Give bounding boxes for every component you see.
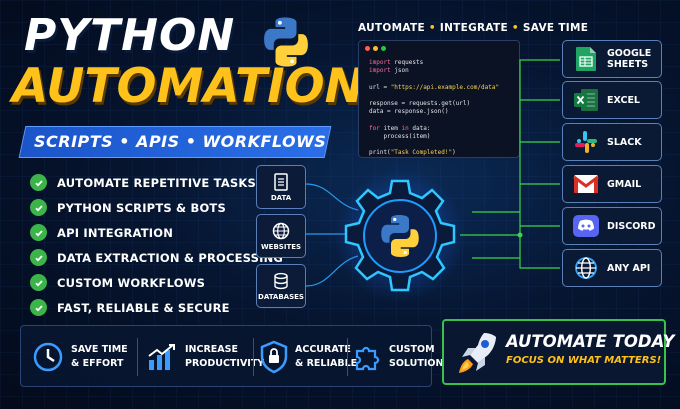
divider	[253, 338, 254, 376]
slack-icon	[571, 127, 601, 157]
app-label: GMAIL	[607, 178, 642, 190]
feature-text: PYTHON SCRIPTS & BOTS	[57, 200, 226, 215]
cta-title: AUTOMATE TODAY	[506, 332, 675, 351]
feature-item: PYTHON SCRIPTS & BOTS	[30, 195, 283, 220]
app-gmail: GMAIL	[562, 165, 662, 203]
discord-icon	[571, 211, 601, 241]
divider	[137, 338, 138, 376]
gear-icon	[334, 170, 466, 302]
check-icon	[30, 299, 47, 316]
excel-icon	[571, 85, 601, 115]
clock-icon	[33, 342, 63, 372]
document-icon	[274, 173, 288, 191]
benefit-item: ACCURATE & RELIABLE	[259, 326, 357, 388]
app-excel: EXCEL	[562, 81, 662, 119]
divider	[347, 338, 348, 376]
globe-icon	[571, 253, 601, 283]
check-icon	[30, 199, 47, 216]
benefit-text: INCREASE	[185, 344, 238, 355]
title-line-2: AUTOMATION	[12, 59, 364, 114]
benefit-text: & RELIABLE	[295, 358, 358, 369]
feature-text: DATA EXTRACTION & PROCESSING	[57, 250, 284, 265]
minimize-dot-icon	[373, 46, 378, 51]
benefit-item: INCREASE PRODUCTIVITY	[145, 326, 264, 388]
tagline: AUTOMATE • INTEGRATE • SAVE TIME	[358, 22, 589, 34]
app-slack: SLACK	[562, 123, 662, 161]
app-label: GOOGLE	[607, 48, 652, 59]
feature-list: AUTOMATE REPETITIVE TASKS PYTHON SCRIPTS…	[30, 170, 283, 320]
app-any-api: ANY API	[562, 249, 662, 287]
benefit-text: SOLUTIONS	[389, 358, 451, 369]
code-snippet: import requests import json url = "https…	[369, 59, 500, 157]
shield-lock-icon	[260, 340, 288, 374]
app-label: SHEETS	[607, 59, 649, 70]
benefit-text: & EFFORT	[71, 358, 124, 369]
feature-item: AUTOMATE REPETITIVE TASKS	[30, 170, 283, 195]
benefit-text: SAVE TIME	[71, 344, 128, 355]
chart-icon	[148, 344, 175, 370]
python-logo-icon	[264, 17, 308, 67]
code-window: import requests import json url = "https…	[358, 40, 520, 158]
feature-item: FAST, RELIABLE & SECURE	[30, 295, 283, 320]
feature-item: CUSTOM WORKFLOWS	[30, 270, 283, 295]
app-label: DISCORD	[607, 220, 656, 232]
benefit-item: SAVE TIME & EFFORT	[31, 326, 128, 388]
python-logo-icon	[381, 215, 419, 257]
benefits-bar: SAVE TIME & EFFORT INCREASE PRODUCTIVITY A…	[20, 325, 450, 388]
benefit-text: ACCURATE	[295, 344, 351, 355]
feature-item: DATA EXTRACTION & PROCESSING	[30, 245, 283, 270]
check-icon	[30, 224, 47, 241]
cta-box: AUTOMATE TODAY FOCUS ON WHAT MATTERS!	[442, 319, 674, 385]
title-line-1: PYTHON	[24, 10, 236, 61]
app-discord: DISCORD	[562, 207, 662, 245]
google-sheets-icon	[571, 44, 601, 74]
feature-text: FAST, RELIABLE & SECURE	[57, 300, 230, 315]
app-label: SLACK	[607, 136, 642, 148]
close-dot-icon	[365, 46, 370, 51]
benefit-text: CUSTOM	[389, 344, 435, 355]
database-icon	[274, 272, 288, 290]
puzzle-icon	[355, 346, 380, 371]
feature-item: API INTEGRATION	[30, 220, 283, 245]
cta-subtitle: FOCUS ON WHAT MATTERS!	[506, 355, 662, 366]
gmail-icon	[571, 169, 601, 199]
benefit-text: PRODUCTIVITY	[185, 358, 265, 369]
check-icon	[30, 249, 47, 266]
rocket-icon	[459, 333, 496, 373]
globe-icon	[272, 222, 290, 240]
maximize-dot-icon	[381, 46, 386, 51]
benefit-item: CUSTOM SOLUTIONS	[353, 326, 450, 388]
subtitle: SCRIPTS • APIS • WORKFLOWS	[34, 132, 327, 151]
feature-text: AUTOMATE REPETITIVE TASKS	[57, 175, 256, 190]
app-label: EXCEL	[607, 94, 640, 106]
source-data: DATA	[256, 165, 306, 209]
feature-text: CUSTOM WORKFLOWS	[57, 275, 206, 290]
source-websites: WEBSITES	[256, 214, 306, 258]
app-label: ANY API	[607, 262, 651, 274]
source-databases: DATABASES	[256, 264, 306, 308]
feature-text: API INTEGRATION	[57, 225, 174, 240]
window-controls	[365, 46, 386, 51]
check-icon	[30, 174, 47, 191]
check-icon	[30, 274, 47, 291]
